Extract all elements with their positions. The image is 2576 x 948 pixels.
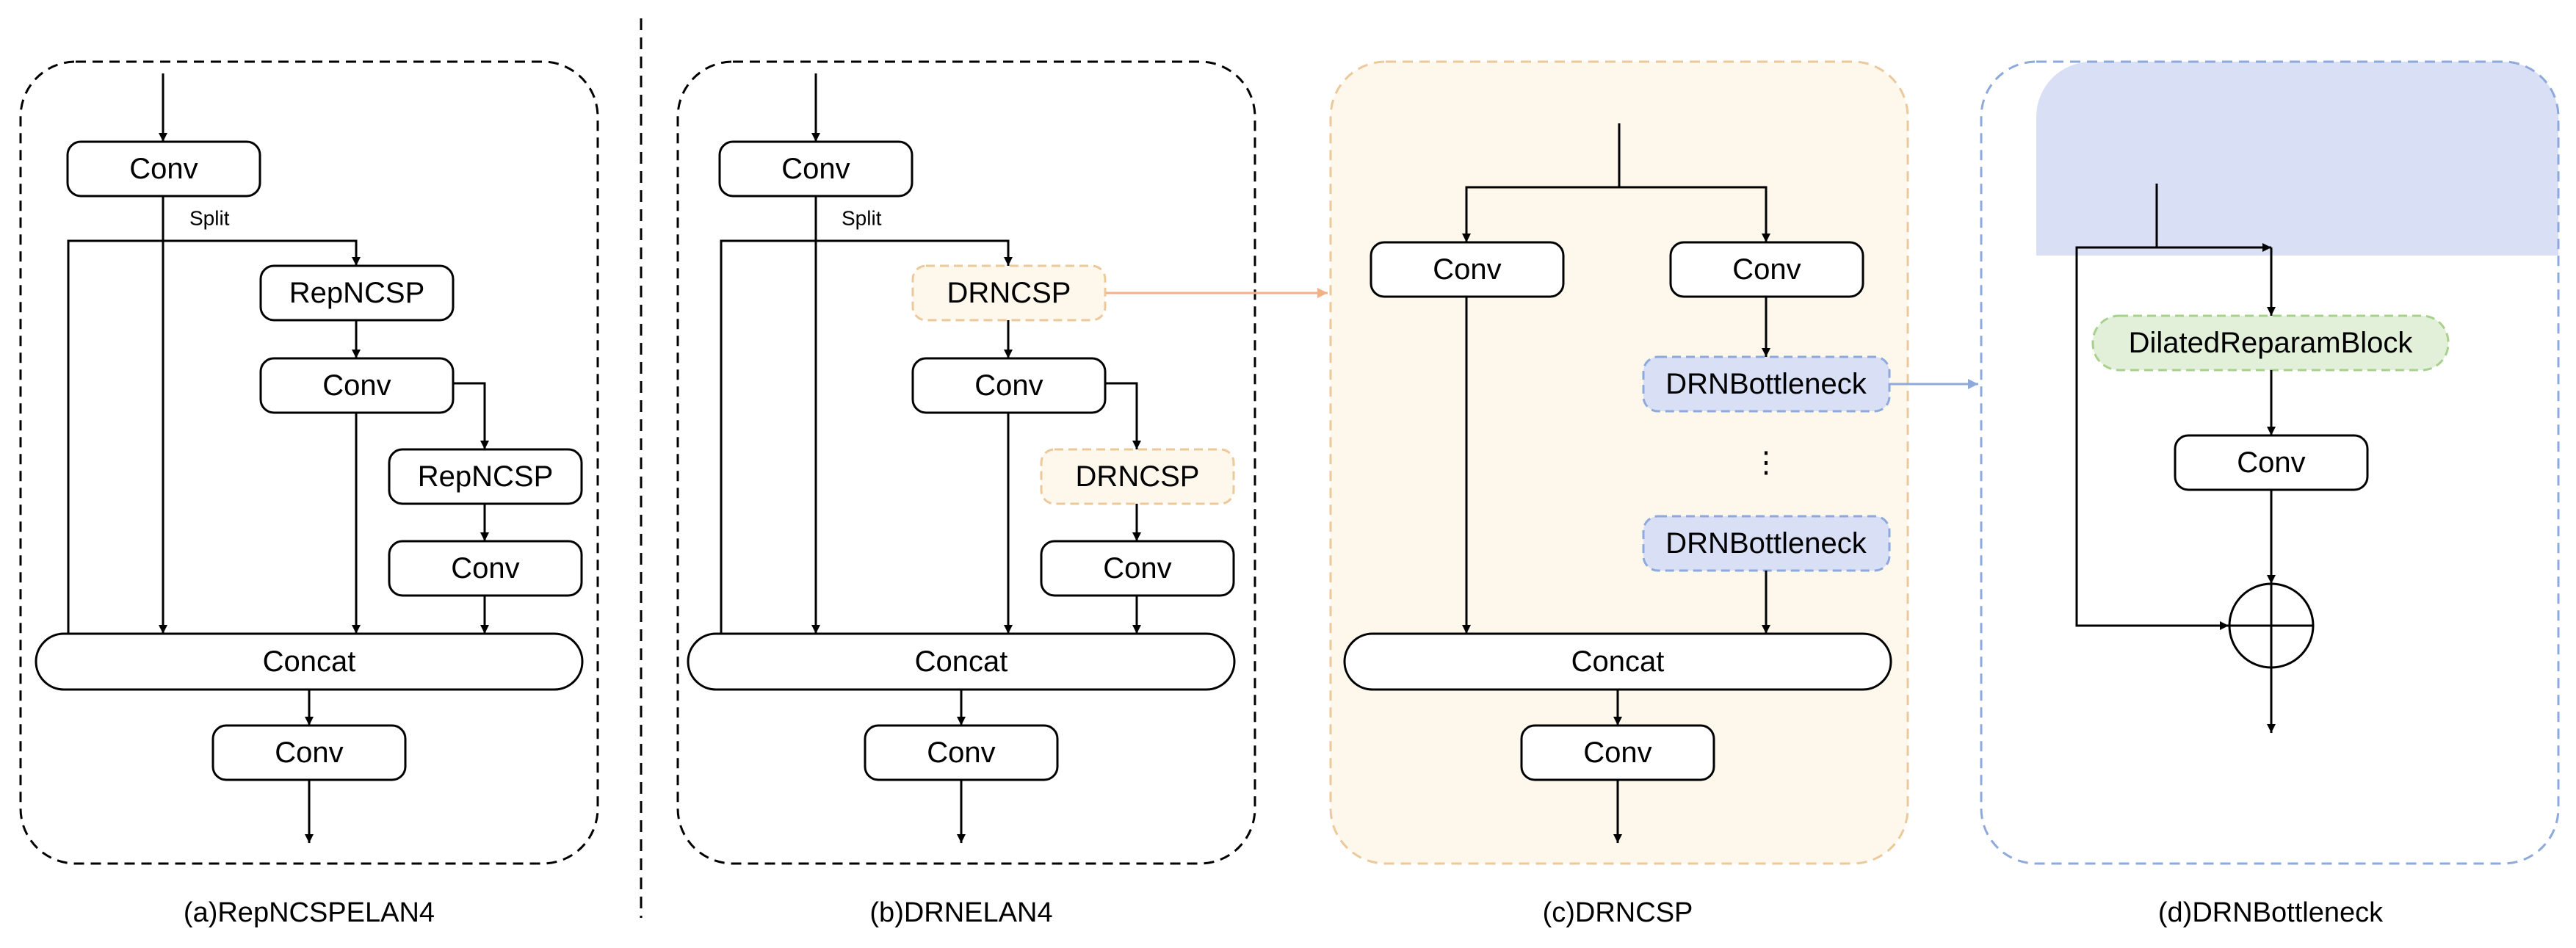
c-caption: (c)DRNCSP — [1543, 897, 1693, 928]
a-split-label: Split — [189, 207, 230, 230]
panel-d-border — [1980, 60, 2560, 865]
b-drncsp-2-box — [1040, 448, 1235, 505]
a-conv-mid-label: Conv — [322, 369, 391, 402]
d-add-icon — [2228, 582, 2315, 669]
b-drncsp-2-label: DRNCSP — [1076, 460, 1200, 493]
a-concat-label: Concat — [263, 645, 356, 678]
panel-a-border — [19, 60, 599, 865]
c-bottleneck-2-label: DRNBottleneck — [1665, 527, 1867, 560]
b-split-label: Split — [842, 207, 882, 230]
c-bottleneck-1-label: DRNBottleneck — [1665, 368, 1867, 400]
d-dilated-block-label: DilatedReparamBlock — [2129, 327, 2414, 359]
c-conv-right-label: Conv — [1732, 253, 1801, 286]
a-conv-out-label: Conv — [275, 737, 343, 769]
b-conv-mid-label: Conv — [974, 369, 1043, 402]
panel-d: DilatedReparamBlock Conv (d)DRNBottlenec… — [2075, 184, 2450, 928]
d-caption: (d)DRNBottleneck — [2158, 897, 2384, 928]
c-ellipsis: ⋮ — [1751, 446, 1781, 479]
panel-b: Conv Split DRNCSP Conv DRNCSP Conv Conca… — [687, 73, 1236, 928]
panel-d-top-band — [2036, 62, 2558, 256]
panel-a: Conv Split RepNCSP Conv RepNCSP Conv Con… — [35, 73, 584, 928]
b-drncsp-1-box — [911, 264, 1107, 322]
b-conv-out-label: Conv — [927, 737, 995, 769]
c-conv-left-label: Conv — [1433, 253, 1501, 286]
b-conv-right-label: Conv — [1103, 552, 1171, 585]
panel-c: Conv Conv DRNBottleneck ⋮ DRNBottleneck … — [1343, 123, 1892, 928]
a-conv-top-label: Conv — [129, 153, 198, 185]
panel-b-border — [676, 60, 1256, 865]
c-bottleneck-1-box — [1642, 355, 1891, 413]
a-repncsp-1-label: RepNCSP — [289, 277, 425, 309]
a-repncsp-2-label: RepNCSP — [418, 460, 554, 493]
b-caption: (b)DRNELAN4 — [869, 897, 1052, 928]
d-conv-label: Conv — [2237, 446, 2305, 479]
a-caption: (a)RepNCSPELAN4 — [184, 897, 435, 928]
b-concat-label: Concat — [915, 645, 1008, 678]
c-concat-label: Concat — [1571, 645, 1665, 678]
b-drncsp-1-label: DRNCSP — [947, 277, 1071, 309]
b-conv-top-label: Conv — [781, 153, 850, 185]
a-conv-right-label: Conv — [451, 552, 519, 585]
c-conv-out-label: Conv — [1583, 737, 1651, 769]
